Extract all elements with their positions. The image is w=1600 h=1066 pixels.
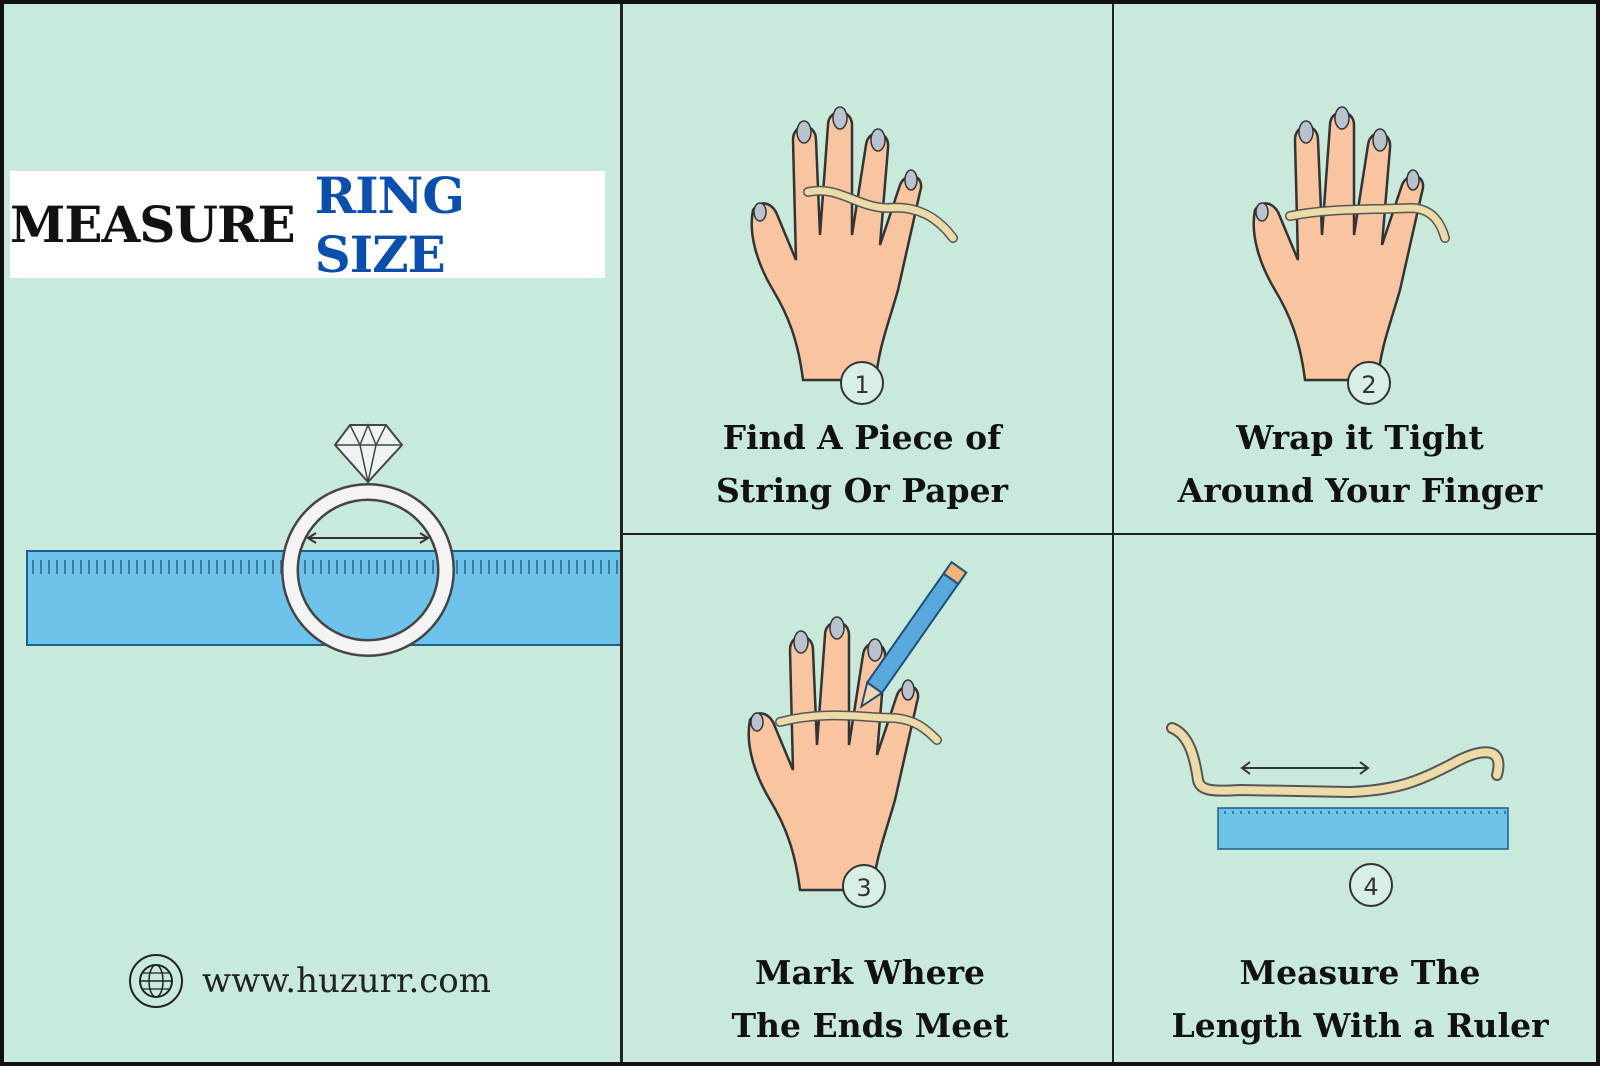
svg-text:1: 1: [854, 371, 869, 399]
step-number-4: 4: [1349, 863, 1393, 907]
svg-text:2: 2: [1361, 371, 1376, 399]
title-part-1: MEASURE: [10, 195, 296, 254]
hand-illustration-1: [750, 105, 958, 382]
divider-vertical-1: [620, 0, 623, 1066]
title-part-2: RING SIZE: [314, 165, 465, 284]
website-link[interactable]: www.huzurr.com: [128, 953, 491, 1009]
ring-icon: [281, 422, 455, 657]
hand-illustration-2: [1252, 105, 1450, 382]
step-2-line-2: Around Your Finger: [1177, 471, 1543, 510]
hand-illustration-3: [747, 615, 942, 892]
step-1-label: Find A Piece of String Or Paper: [662, 411, 1062, 517]
page-title: MEASURE RING SIZE: [10, 166, 605, 284]
svg-text:3: 3: [856, 874, 871, 902]
step-3-line-1: Mark Where: [754, 953, 986, 992]
string-ruler-illustration: [1166, 722, 1509, 850]
step-3-label: Mark Where The Ends Meet: [670, 946, 1070, 1052]
step-1-line-1: Find A Piece of: [722, 418, 1002, 457]
ruler-illustration: [26, 550, 623, 646]
step-number-2: 2: [1347, 361, 1391, 405]
globe-icon: [129, 954, 183, 1008]
step-3-line-2: The Ends Meet: [731, 1006, 1009, 1045]
divider-horizontal: [622, 533, 1600, 535]
step-number-3: 3: [842, 864, 886, 908]
pencil-icon: [859, 560, 968, 709]
step-4-line-1: Measure The: [1239, 953, 1481, 992]
step-number-1: 1: [840, 361, 884, 405]
website-url[interactable]: www.huzurr.com: [202, 961, 492, 1001]
step-2-line-1: Wrap it Tight: [1236, 418, 1484, 457]
step-4-line-2: Length With a Ruler: [1171, 1006, 1549, 1045]
step-2-label: Wrap it Tight Around Your Finger: [1140, 411, 1580, 517]
svg-text:4: 4: [1363, 873, 1378, 901]
step-4-label: Measure The Length With a Ruler: [1120, 946, 1600, 1052]
step-1-line-2: String Or Paper: [716, 471, 1008, 510]
